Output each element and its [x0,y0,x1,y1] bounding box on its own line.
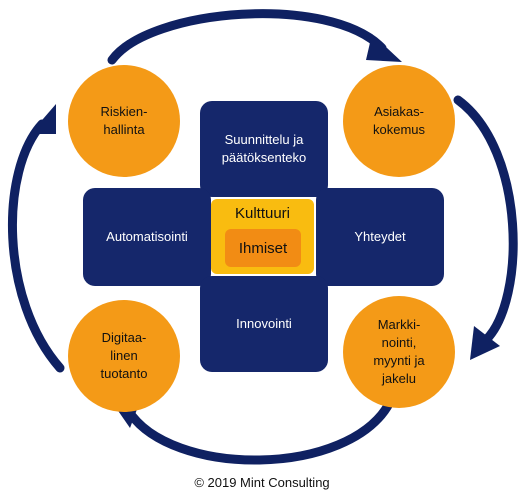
arrow-left [7,104,65,373]
box-planning: Suunnittelu ja päätöksenteko [200,101,328,197]
box-automation-label: Automatisointi [106,229,188,244]
box-innovation: Innovointi [200,276,328,372]
box-planning-label: Suunnittelu ja päätöksenteko [221,132,307,165]
circle-customer-experience-label: Asiakas- kokemus [372,104,426,137]
circle-marketing-label: Markki- nointi, myynti ja jakelu [373,317,425,386]
copyright: © 2019 Mint Consulting [194,475,330,490]
people-label: Ihmiset [238,239,288,257]
center-people: Ihmiset [225,229,301,267]
circle-risk-management-label: Riskien- hallinta [100,104,148,137]
box-innovation-label: Innovointi [236,316,292,331]
circle-digital-production-label: Digitaa- linen tuotanto [100,330,148,381]
arrow-bottom [112,396,395,465]
center-culture: Kulttuuri Ihmiset [211,199,314,274]
box-automation: Automatisointi [83,188,211,286]
culture-label: Kulttuuri [234,205,291,222]
circle-risk-management: Riskien- hallinta [68,65,180,177]
arrow-right [453,95,518,360]
arrow-top [107,9,402,65]
box-connections-label: Yhteydet [354,229,406,244]
circle-marketing: Markki- nointi, myynti ja jakelu [343,296,455,408]
box-connections: Yhteydet [316,188,444,286]
circle-customer-experience: Asiakas- kokemus [343,65,455,177]
circle-digital-production: Digitaa- linen tuotanto [68,300,180,412]
